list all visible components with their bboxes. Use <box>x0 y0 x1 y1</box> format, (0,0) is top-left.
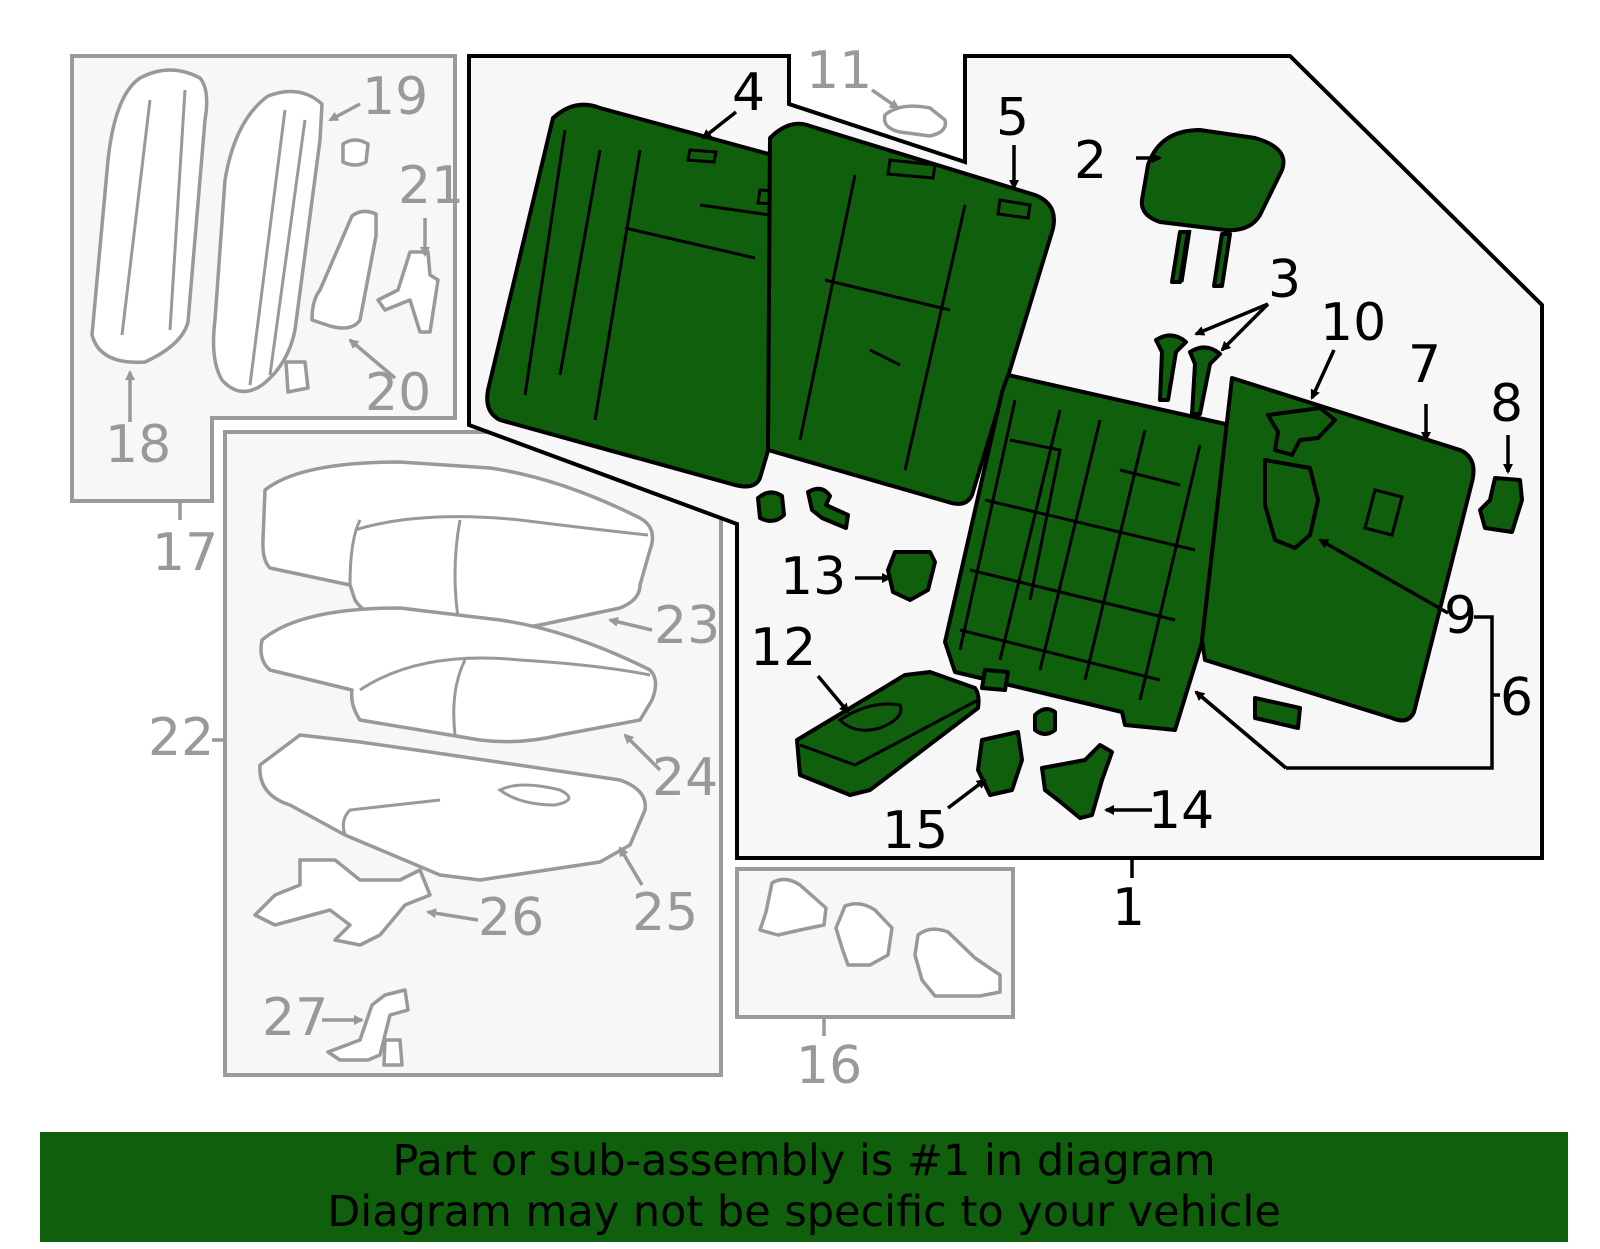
callout-labels: 1 2 3 4 5 6 7 8 9 10 11 12 13 14 15 16 1… <box>105 41 1533 1096</box>
part-12-armrest <box>795 670 981 797</box>
callout-18: 18 <box>105 415 171 475</box>
callout-23: 23 <box>654 596 720 656</box>
part-3-headrest-guides <box>1154 333 1222 416</box>
panel-22-parts <box>253 460 658 1067</box>
part-10-latch <box>1266 406 1337 457</box>
callout-9: 9 <box>1444 586 1477 646</box>
callout-5: 5 <box>996 88 1029 148</box>
callout-16: 16 <box>796 1036 862 1096</box>
callout-27: 27 <box>262 988 328 1048</box>
part-14-hinge <box>1040 743 1114 820</box>
info-banner: Part or sub-assembly is #1 in diagram Di… <box>40 1132 1568 1242</box>
callout-26: 26 <box>478 888 544 948</box>
callout-1: 1 <box>1112 878 1145 938</box>
callout-25: 25 <box>632 883 698 943</box>
callout-21: 21 <box>398 156 464 216</box>
leader-lines <box>125 88 1513 1036</box>
part-15-hinge-cover <box>976 730 1024 797</box>
small-hardware <box>980 668 1302 736</box>
part-9-latch-mechanism <box>1263 458 1320 550</box>
callout-13: 13 <box>780 547 846 607</box>
part-2-headrest <box>1139 128 1286 288</box>
callout-2: 2 <box>1074 131 1107 191</box>
panel-17-parts <box>90 68 440 394</box>
callout-14: 14 <box>1148 781 1214 841</box>
callout-3: 3 <box>1268 250 1301 310</box>
callout-10: 10 <box>1320 293 1386 353</box>
callout-4: 4 <box>732 63 765 123</box>
grommet-and-bolt <box>756 486 850 530</box>
callout-11: 11 <box>806 41 872 101</box>
part-11-bezel <box>882 104 948 138</box>
callout-20: 20 <box>365 363 431 423</box>
panel-16-parts <box>758 877 1002 998</box>
callout-17: 17 <box>152 523 218 583</box>
callout-22: 22 <box>148 708 214 768</box>
part-8-clip <box>1478 476 1524 534</box>
part-4-seatback-left <box>485 102 843 489</box>
callout-8: 8 <box>1490 374 1523 434</box>
banner-line-2: Diagram may not be specific to your vehi… <box>327 1187 1281 1237</box>
callout-24: 24 <box>652 748 718 808</box>
callout-15: 15 <box>882 801 948 861</box>
banner-line-1: Part or sub-assembly is #1 in diagram <box>392 1136 1216 1186</box>
callout-19: 19 <box>362 67 428 127</box>
callout-6: 6 <box>1500 668 1533 728</box>
callout-12: 12 <box>750 618 816 678</box>
part-5-seatback-right <box>766 121 1056 506</box>
callout-7: 7 <box>1408 335 1441 395</box>
